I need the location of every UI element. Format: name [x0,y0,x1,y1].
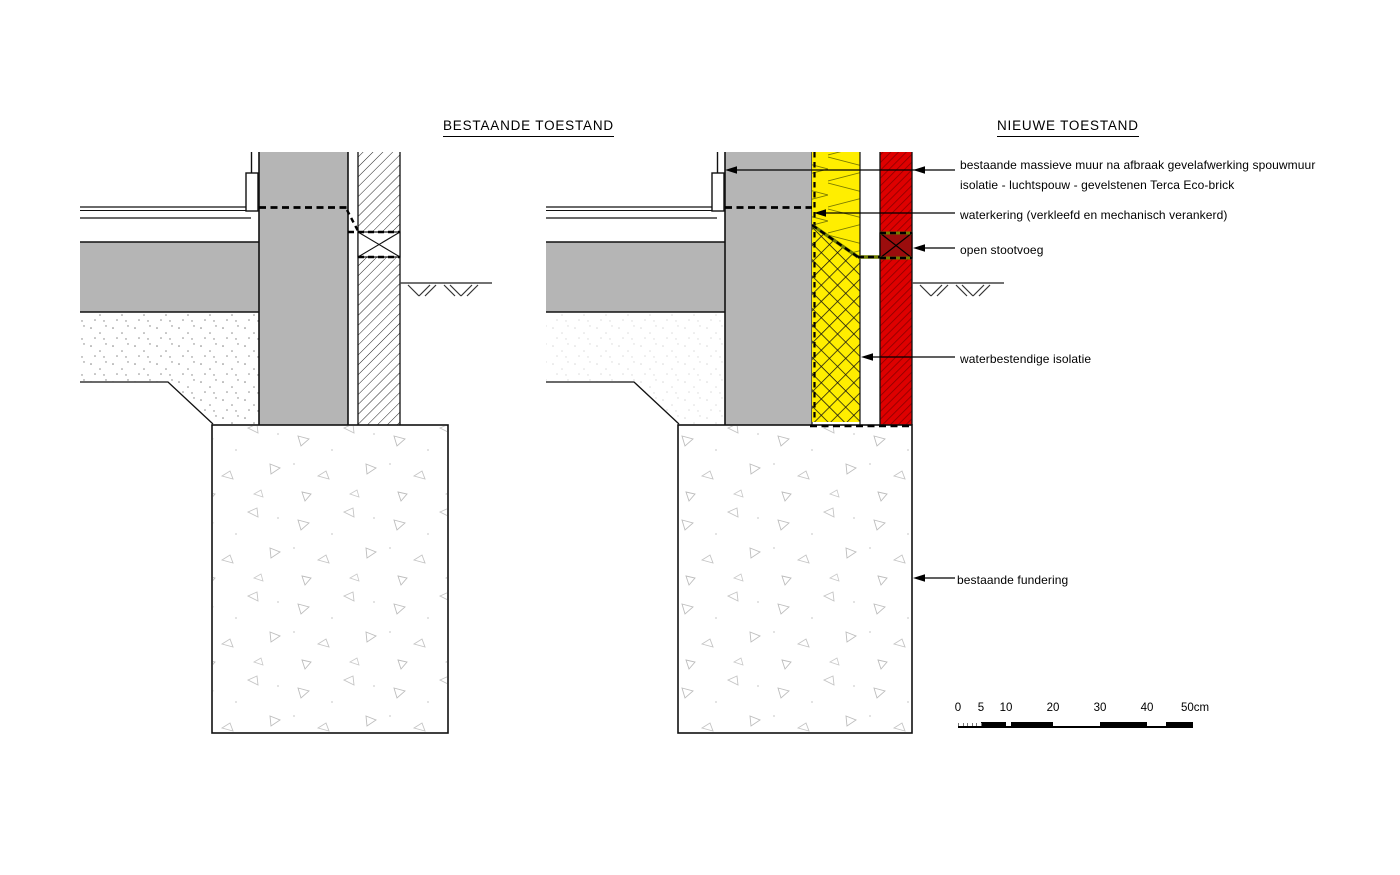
floor-finish-lines [546,206,717,219]
water-resistant-insulation [812,225,860,422]
existing-wall [724,152,813,425]
annotation-waterbestendige-isolatie: waterbestendige isolatie [960,352,1092,366]
left-section-drawing [80,152,493,734]
right-section-drawing [546,152,1005,734]
granular-fill [546,312,725,425]
terrain-symbol [399,282,493,297]
right-drawing-title: NIEUWE TOESTAND [997,118,1139,137]
scale-segment [1011,722,1053,727]
scale-tick [962,723,964,726]
annotation-waterkering: waterkering (verkleefd en mechanisch ver… [960,208,1228,222]
scale-label: 30 [1093,702,1107,714]
leader-arrow-icon [913,574,925,582]
scale-tick [967,723,969,726]
floor-finish-lines [80,206,251,219]
existing-foundation [211,424,449,734]
leader-arrow-icon [814,209,826,217]
scale-label: 40 [1140,702,1154,714]
scale-tick [971,723,973,726]
annotation-wall-assembly: bestaande massieve muur na afbraak gevel… [960,156,1315,195]
annotation-line: isolatie - luchtspouw - gevelstenen Terc… [960,177,1235,192]
frame-profile [245,152,259,212]
existing-brick-veneer [357,152,401,425]
scale-tick [976,723,978,726]
scale-segment [1166,722,1193,727]
scale-tick [958,723,959,726]
scale-bar: 0 5 10 20 30 40 50cm [952,702,1212,736]
annotation-open-stootvoeg: open stootvoeg [960,243,1044,257]
frame-profile [711,152,725,212]
scale-label: 5 [977,702,985,714]
leader-arrow-icon [861,353,873,361]
scale-baseline [958,726,1193,728]
existing-wall [258,152,349,425]
new-brick-veneer [879,152,913,425]
floor-slab [80,241,259,313]
scale-label: 50cm [1180,702,1210,714]
scale-label: 0 [954,702,962,714]
scale-label: 10 [999,702,1013,714]
open-stootvoeg-box [879,231,913,260]
insulation-layer [812,152,861,425]
scale-segment [981,722,1006,727]
annotation-bestaande-fundering: bestaande fundering [957,573,1069,587]
leader-arrow-icon [725,166,737,174]
scale-label: 20 [1046,702,1060,714]
floor-slab [546,241,725,313]
new-waterkering-line [725,206,882,259]
left-drawing-title: BESTAANDE TOESTAND [443,118,614,137]
granular-fill [80,312,259,425]
terrain-symbol [911,282,1005,297]
scale-segment [1100,722,1147,727]
scale-tick [981,723,982,726]
leader-arrow-icon [913,166,925,174]
waterkering-dashed-line [259,206,360,232]
annotation-line: bestaande massieve muur na afbraak gevel… [960,158,1316,172]
existing-foundation [677,424,913,734]
leader-arrows [725,166,925,582]
cavity-insulation-batt [812,152,860,257]
veneer-vent-box [348,230,401,259]
leader-arrow-icon [913,244,925,252]
